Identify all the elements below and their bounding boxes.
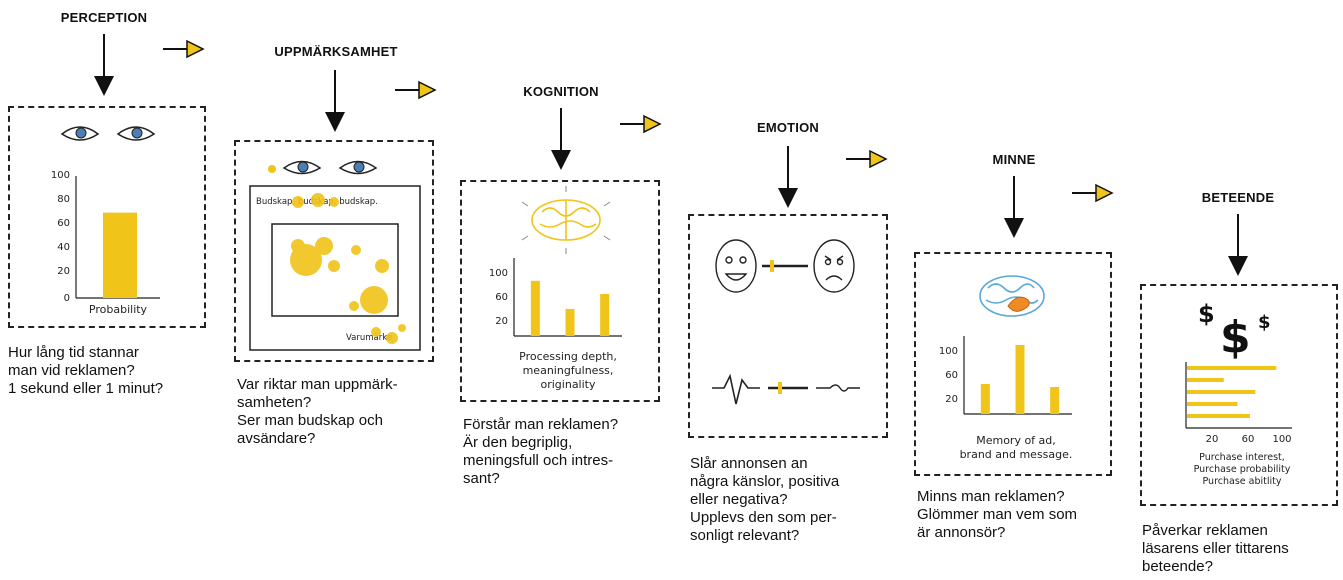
heatmap-blobs	[290, 193, 406, 344]
down-arrow-icon	[778, 146, 798, 208]
chart-bar	[565, 309, 575, 336]
down-arrow-icon	[94, 34, 114, 96]
down-arrow-icon	[1004, 176, 1024, 238]
chart-bar	[1015, 345, 1025, 414]
dollar-icon: $	[1220, 312, 1251, 363]
eyes-icon	[268, 160, 378, 175]
tick-label: 100	[51, 170, 70, 181]
tick-label: 40	[57, 242, 70, 253]
chart-bar	[600, 294, 610, 336]
emotion-illustration	[712, 239, 860, 405]
chart-caption: brand and message.	[960, 448, 1073, 461]
memory-panel: 100 60 20 Memory of ad, brand and messag…	[914, 252, 1112, 476]
tick-label: 100	[489, 268, 508, 279]
chart-bar	[1187, 414, 1250, 418]
tick-label: 20	[495, 316, 508, 327]
attention-illustration: Budskap, budskap, budskap. Varumärke	[249, 160, 421, 351]
stage-title-beteende: BETEENDE	[1201, 190, 1275, 205]
chart-caption: originality	[541, 378, 596, 391]
happy-face-icon	[715, 239, 757, 293]
question-text: Slår annonsen an några känslor, positiva…	[690, 455, 840, 544]
brain-rays	[521, 186, 611, 254]
brain-icon	[979, 275, 1045, 317]
chart-bar	[103, 212, 137, 298]
stage-title-uppmarksamhet: UPPMÄRKSAMHET	[274, 44, 398, 59]
right-arrow-icon	[1072, 183, 1114, 203]
tick-label: 100	[939, 346, 958, 357]
hippocampus-highlight	[1007, 296, 1030, 312]
cognition-panel: 100 60 20 Processing depth, meaningfulne…	[460, 180, 660, 402]
tick-label: 60	[1242, 434, 1255, 445]
down-arrow-icon	[551, 108, 571, 170]
chart-bar	[1187, 390, 1256, 394]
chart-bar	[1187, 402, 1238, 406]
right-arrow-icon	[620, 114, 662, 134]
tick-label: 0	[64, 293, 70, 304]
tick-label: 60	[57, 218, 70, 229]
tick-label: 20	[1206, 434, 1219, 445]
signal-wave-icon	[816, 384, 860, 392]
ad-brand: Varumärke	[346, 333, 392, 343]
tick-label: 80	[57, 194, 70, 205]
chart-caption: Probability	[89, 303, 148, 316]
right-arrow-icon	[846, 149, 888, 169]
stage-title-minne: MINNE	[992, 152, 1036, 167]
tick-label: 20	[945, 394, 958, 405]
stage-title-perception: PERCEPTION	[60, 10, 148, 25]
chart-caption: Purchase probability	[1194, 464, 1291, 475]
down-arrow-icon	[325, 70, 345, 132]
question-text: Påverkar reklamen läsarens eller tittare…	[1142, 522, 1289, 575]
question-text: Hur lång tid stannar man vid reklamen? 1…	[8, 344, 164, 397]
chart-caption: Memory of ad,	[976, 434, 1056, 447]
emotion-panel	[688, 214, 888, 438]
behaviour-panel: $ $ $ 20 60 100 Purchase interest, Purch…	[1140, 284, 1338, 506]
behaviour-chart: $ $ $ 20 60 100 Purchase interest, Purch…	[1185, 300, 1292, 487]
down-arrow-icon	[1228, 214, 1248, 276]
dollar-icon: $	[1198, 300, 1215, 328]
chart-bar	[530, 280, 540, 336]
chart-caption: Purchase interest,	[1199, 452, 1285, 463]
perception-chart: 100 80 60 40 20 0 Probability	[51, 126, 160, 316]
signal-wave-icon	[712, 373, 760, 405]
right-arrow-icon	[395, 80, 437, 100]
brain-icon	[531, 199, 601, 241]
eyes-icon	[60, 126, 156, 141]
chart-caption: Purchase abitlity	[1202, 476, 1281, 487]
question-text: Förstår man reklamen? Är den begriplig, …	[463, 416, 619, 487]
tick-label: 100	[1272, 434, 1291, 445]
stage-title-kognition: KOGNITION	[523, 84, 599, 99]
scale-marker	[778, 382, 782, 394]
chart-caption: meaningfulness,	[523, 364, 614, 377]
cognition-chart: 100 60 20 Processing depth, meaningfulne…	[489, 186, 622, 391]
question-text: Var riktar man uppmärk- samheten? Ser ma…	[237, 376, 398, 447]
chart-bar	[1187, 378, 1224, 382]
tick-label: 60	[945, 370, 958, 381]
tick-label: 20	[57, 266, 70, 277]
stage-title-emotion: EMOTION	[756, 120, 820, 135]
dollar-icon: $	[1258, 312, 1271, 333]
perception-panel: 100 80 60 40 20 0 Probability	[8, 106, 206, 328]
right-arrow-icon	[163, 39, 205, 59]
attention-panel: Budskap, budskap, budskap. Varumärke	[234, 140, 434, 362]
tick-label: 60	[495, 292, 508, 303]
question-text: Minns man reklamen? Glömmer man vem som …	[917, 488, 1078, 541]
sad-face-icon	[813, 239, 855, 293]
chart-bar	[1187, 366, 1277, 370]
chart-bar	[980, 384, 990, 414]
memory-chart: 100 60 20 Memory of ad, brand and messag…	[939, 275, 1073, 461]
chart-bar	[1050, 387, 1060, 414]
scale-marker	[770, 260, 774, 272]
chart-caption: Processing depth,	[519, 350, 617, 363]
